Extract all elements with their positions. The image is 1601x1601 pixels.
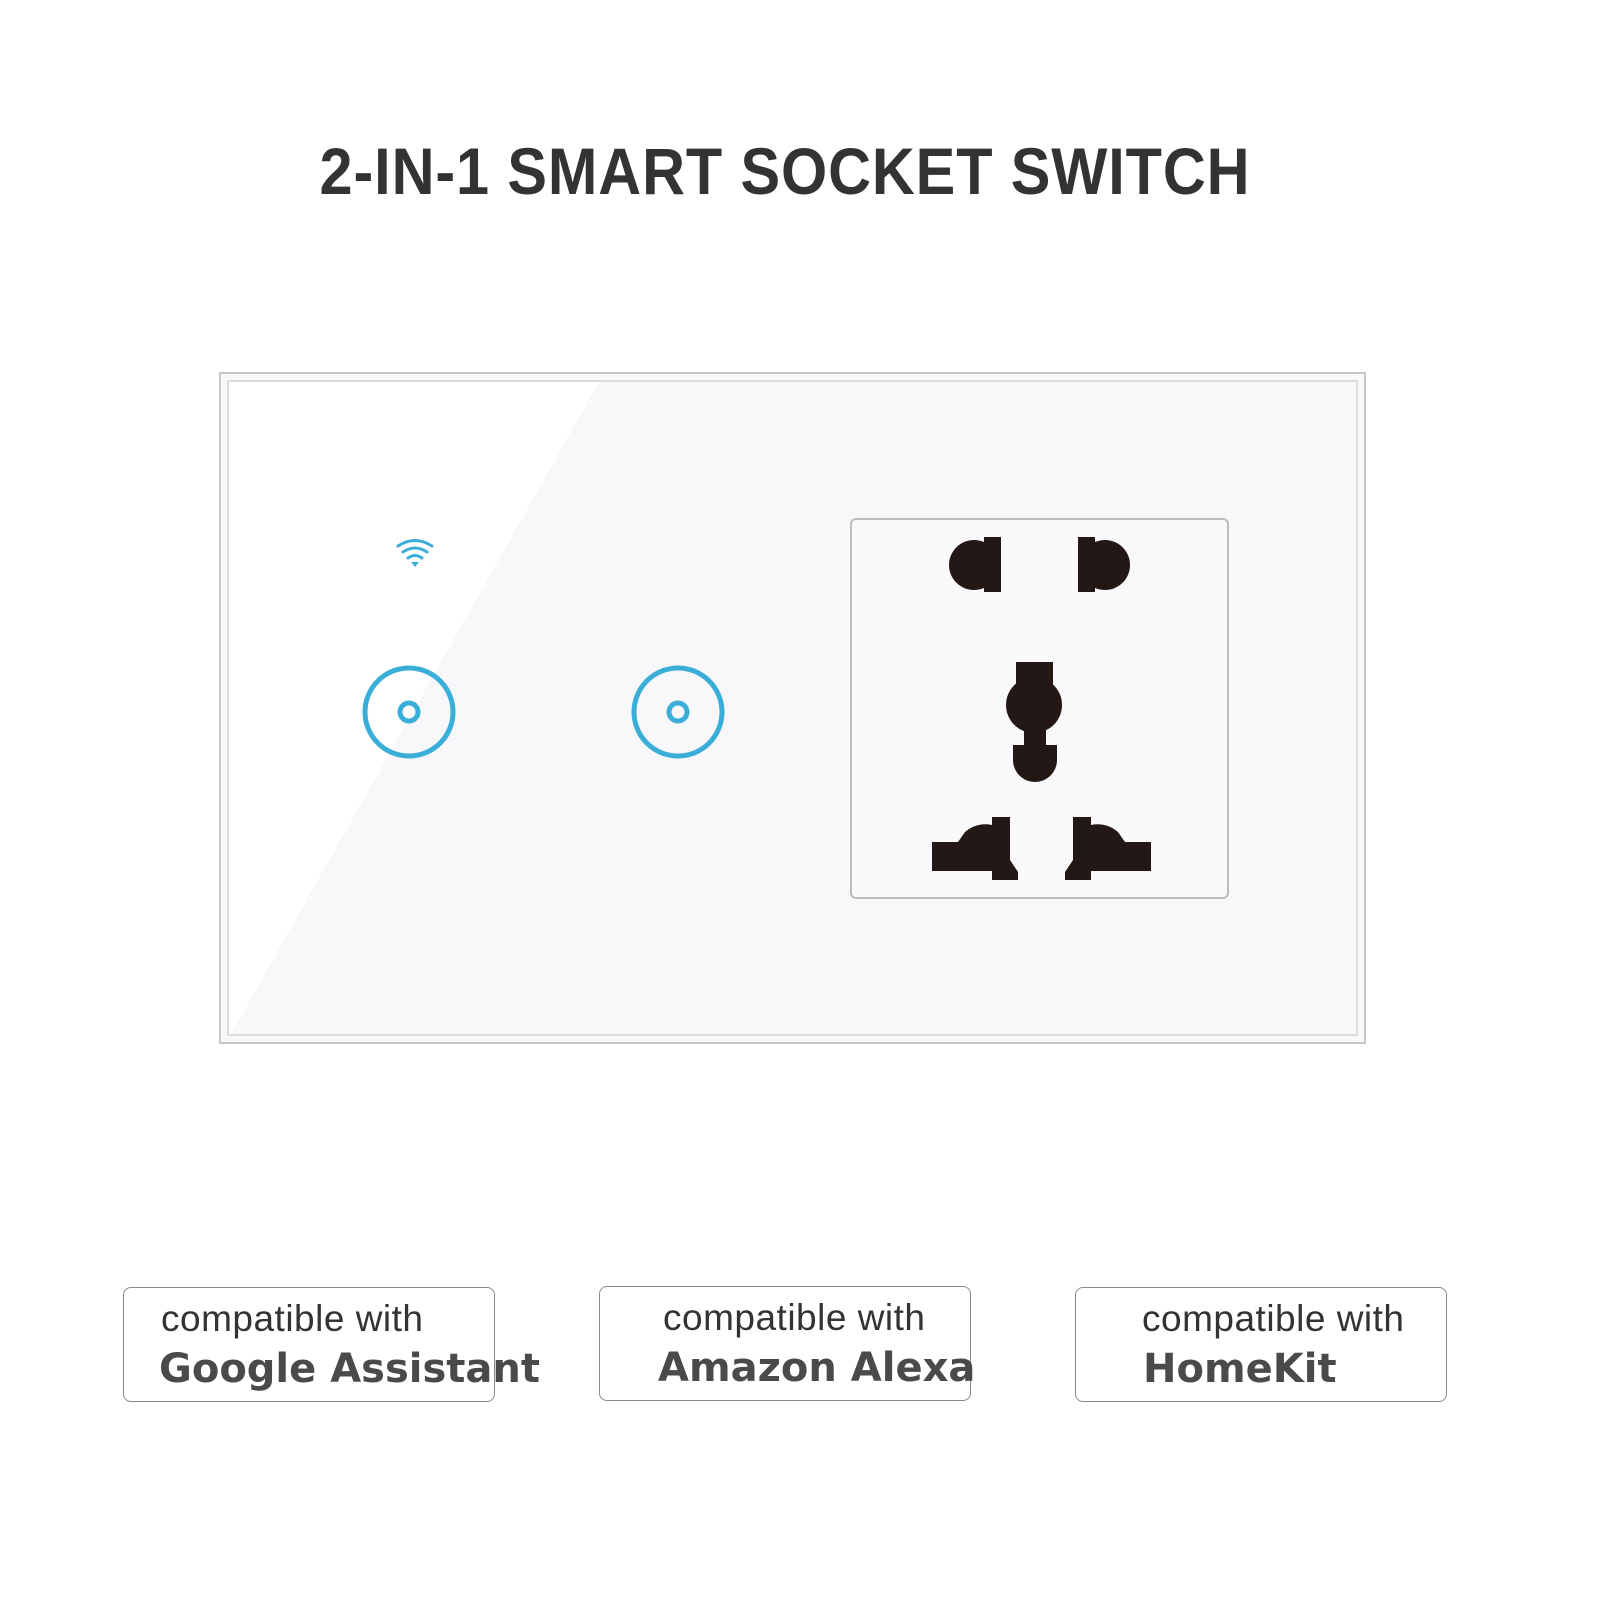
switch-panel — [219, 372, 1366, 1044]
universal-socket — [850, 518, 1229, 899]
badge-platform-name: Google Assistant — [159, 1346, 540, 1392]
touch-button-2[interactable] — [628, 662, 728, 762]
badge-homekit: compatible with HomeKit — [1075, 1287, 1447, 1402]
wifi-icon — [396, 539, 434, 567]
touch-button-1[interactable] — [359, 662, 459, 762]
universal-socket-icon — [932, 537, 1151, 880]
badge-amazon-alexa: compatible with Amazon Alexa — [599, 1286, 975, 1401]
badge-platform-name: HomeKit — [1143, 1346, 1337, 1392]
badge-caption: compatible with — [1142, 1298, 1405, 1339]
badge-platform-name: Amazon Alexa — [658, 1345, 976, 1391]
badge-google-assistant: compatible with Google Assistant — [123, 1287, 540, 1402]
page-title: 2-IN-1 SMART SOCKET SWITCH — [319, 134, 1251, 208]
badge-caption: compatible with — [161, 1298, 424, 1339]
badge-caption: compatible with — [663, 1297, 926, 1338]
glass-panel — [227, 380, 1358, 1036]
glass-reflection — [229, 382, 599, 1034]
